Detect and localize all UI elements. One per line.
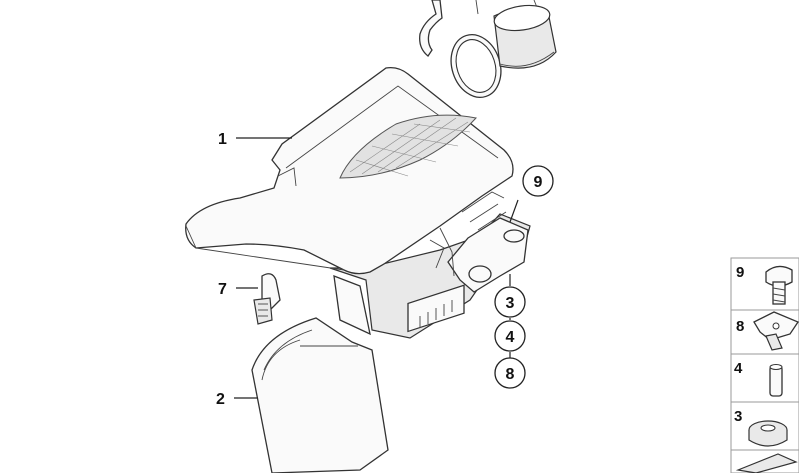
callout-circle-4: 4 (494, 320, 526, 352)
intake-sleeve-part (493, 0, 557, 69)
callout-2: 2 (216, 391, 225, 408)
wedge-icon (735, 453, 798, 473)
callout-3: 3 (506, 295, 515, 312)
parts-legend: 9 8 4 (730, 257, 799, 473)
seal-ring-part (450, 0, 502, 98)
callout-7: 7 (218, 281, 227, 298)
hose-clamp-part (419, 0, 443, 57)
air-filter-housing (185, 66, 531, 339)
callout-circle-3: 3 (494, 286, 526, 318)
sleeve-icon (769, 364, 783, 397)
callout-9: 9 (534, 174, 543, 191)
duct-cover-part (251, 317, 389, 473)
callout-circle-8: 8 (494, 357, 526, 389)
callout-circle-9: 9 (522, 165, 554, 197)
legend-number: 3 (734, 408, 742, 425)
bolt-icon (765, 265, 793, 305)
callout-4: 4 (506, 329, 515, 346)
legend-number: 4 (734, 360, 743, 377)
callout-8: 8 (506, 366, 515, 383)
legend-item-4: 4 (730, 353, 799, 405)
callout-1: 1 (218, 131, 227, 148)
clip-nut-icon (753, 311, 799, 351)
sensor-connector-part (253, 273, 281, 325)
rubber-grommet-icon (748, 420, 788, 447)
legend-item-wedge (730, 449, 799, 473)
legend-item-8: 8 (730, 309, 799, 356)
legend-item-9: 9 (730, 257, 799, 319)
legend-item-3: 3 (730, 401, 799, 455)
legend-number: 9 (736, 264, 744, 281)
legend-number: 8 (736, 318, 744, 335)
